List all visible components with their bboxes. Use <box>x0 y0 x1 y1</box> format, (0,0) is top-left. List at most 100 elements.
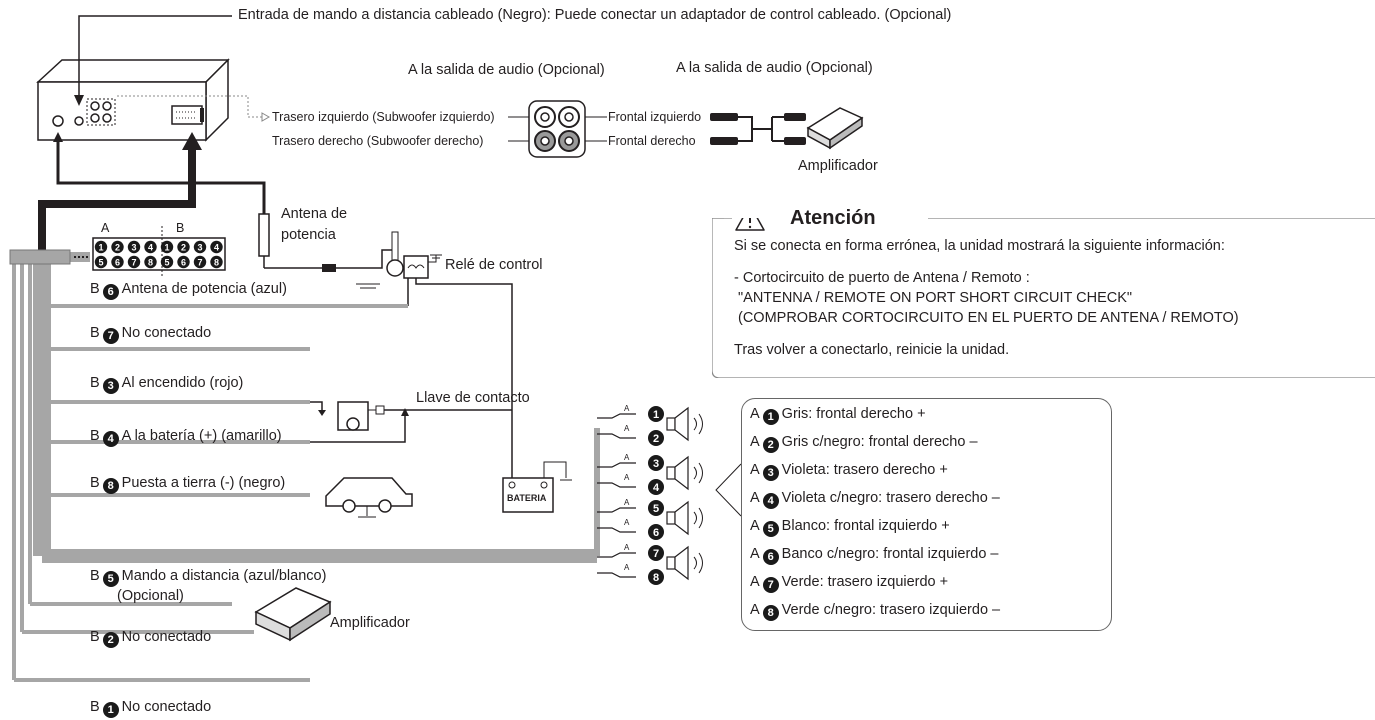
car-icon <box>325 477 413 518</box>
speaker-pin-letter: A <box>624 404 630 413</box>
front-right-label: Frontal derecho <box>608 134 696 148</box>
svg-text:3: 3 <box>131 243 136 253</box>
svg-text:7: 7 <box>197 258 202 268</box>
speaker-pin-letter: A <box>624 453 630 462</box>
connector-pin: 4 <box>144 240 157 254</box>
rear-right-label: Trasero derecho (Subwoofer derecho) <box>272 134 484 148</box>
audio-out-label-1: A la salida de audio (Opcional) <box>408 62 605 78</box>
speaker-pin-number: 1 <box>653 409 659 421</box>
wiring-harness <box>12 252 600 682</box>
b-wire-5-optional: (Opcional) <box>117 588 184 604</box>
connector-pin: 1 <box>160 240 174 254</box>
speaker-pin-letter: A <box>624 498 630 507</box>
speaker-pin-number: 5 <box>653 503 659 515</box>
connector-pin: 2 <box>111 240 124 254</box>
warning-icon <box>735 218 765 231</box>
connector-pin: 2 <box>177 240 190 254</box>
connector-a-label: A <box>101 221 110 235</box>
svg-text:4: 4 <box>214 243 219 253</box>
speaker-pin <box>648 430 664 446</box>
rear-left-label: Trasero izquierdo (Subwoofer izquierdo) <box>272 110 495 124</box>
speaker-pin-number: 6 <box>653 527 659 539</box>
warning-frame <box>712 218 1375 378</box>
audio-out-label-2: A la salida de audio (Opcional) <box>676 60 873 76</box>
warning-item-1: - Cortocircuito de puerto de Antena / Re… <box>734 270 1030 286</box>
rca-cable <box>710 113 806 145</box>
relay-label: Relé de control <box>445 257 543 273</box>
warning-after: Tras volver a conectarlo, reinicie la un… <box>734 342 1010 358</box>
speaker-pin-number: 2 <box>653 433 659 445</box>
connector-pin: 5 <box>94 255 108 269</box>
warning-item-2: "ANTENNA / REMOTE ON PORT SHORT CIRCUIT … <box>738 290 1133 306</box>
speaker-pin-number: 4 <box>653 482 660 494</box>
speaker-pin <box>648 524 664 540</box>
connector-pin: 5 <box>160 255 174 269</box>
connector-pin: 6 <box>111 255 124 269</box>
speaker-pin <box>648 569 664 585</box>
warning-intro: Si se conecta en forma errónea, la unida… <box>734 238 1225 254</box>
speaker-pin-number: 8 <box>653 572 659 584</box>
svg-text:2: 2 <box>115 243 120 253</box>
antenna-label-line1: Antena de <box>281 206 348 222</box>
ignition-key-label: Llave de contacto <box>416 390 530 406</box>
front-left-label: Frontal izquierdo <box>608 110 702 124</box>
rca-jack-block <box>528 100 586 158</box>
remote-input-label: Entrada de mando a distancia cableado (N… <box>238 7 952 23</box>
amplifier-top-icon <box>806 107 864 150</box>
svg-text:6: 6 <box>181 258 186 268</box>
speaker-pin-number: 7 <box>653 548 659 560</box>
speaker-pin <box>648 500 664 516</box>
svg-text:7: 7 <box>131 258 136 268</box>
connector-pin: 1 <box>94 240 108 254</box>
connector-pin: 3 <box>127 240 141 254</box>
head-unit <box>36 58 230 142</box>
connector-pin: 4 <box>210 240 223 254</box>
connector-pin: 3 <box>193 240 207 254</box>
warning-title: Atención <box>790 207 876 229</box>
speaker-pin-number: 3 <box>653 458 659 470</box>
ignition-switch <box>308 401 512 443</box>
speaker-pin <box>648 545 664 561</box>
speaker-pin <box>648 406 664 422</box>
amplifier-bottom-label: Amplificador <box>330 615 410 631</box>
speaker-pin-letter: A <box>624 473 630 482</box>
speaker-pin-letter: A <box>624 518 630 527</box>
svg-text:8: 8 <box>214 258 219 268</box>
svg-text:5: 5 <box>164 258 169 268</box>
speaker: A A 5 6 <box>597 498 703 540</box>
warning-box: Atención Si se conecta en forma errónea,… <box>712 207 1375 378</box>
speaker-pin-letter: A <box>624 563 630 572</box>
antenna-connector <box>258 213 404 277</box>
connector-pin: 8 <box>144 255 157 269</box>
control-relay <box>356 254 513 478</box>
svg-text:4: 4 <box>148 243 153 253</box>
amplifier-top-label: Amplificador <box>798 158 878 174</box>
speaker-pin <box>648 479 664 495</box>
svg-text:6: 6 <box>115 258 120 268</box>
svg-text:2: 2 <box>181 243 186 253</box>
svg-text:5: 5 <box>98 258 103 268</box>
svg-text:3: 3 <box>197 243 202 253</box>
connector-pin: 7 <box>193 255 207 269</box>
